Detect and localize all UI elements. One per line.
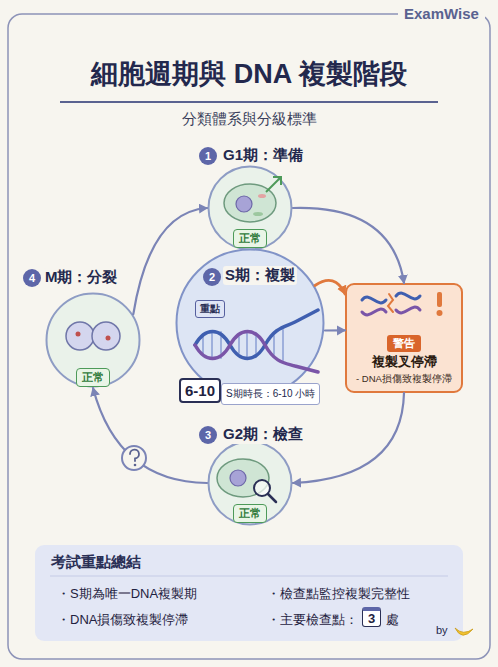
summary-bullet: ・S期為唯一DNA複製期: [57, 585, 197, 603]
summary-bullet: ・主要檢查點：: [267, 611, 358, 629]
cycle-arrow: [93, 388, 207, 483]
phase-heading: G2期：檢查: [221, 425, 305, 444]
status-tag: 正常: [233, 229, 267, 248]
banana-icon: [455, 628, 473, 635]
cycle-icon: [122, 446, 146, 470]
brand-name: ExamWise: [398, 5, 485, 22]
warning-tag: 警告: [387, 335, 421, 352]
cycle-arrow: [293, 393, 404, 483]
status-tag: 正常: [76, 368, 110, 387]
cycle-arrow: [325, 329, 345, 331]
callout-number: 4: [23, 269, 41, 287]
g1-cell: [224, 177, 281, 222]
callout-number: 3: [199, 426, 217, 444]
warning-note: - DNA損傷致複製停滯: [356, 373, 452, 386]
warning-heading: 複製叉停滯: [372, 353, 437, 371]
broken-dna-icon: [362, 292, 443, 316]
page-title: 細胞週期與 DNA 複製階段: [0, 56, 498, 92]
phase-circle: 1G1期：準備正常: [207, 165, 293, 251]
cycle-arrow: [133, 208, 207, 314]
warning-box: 警告複製叉停滯 - DNA損傷致複製停滯: [345, 283, 463, 393]
summary-heading: 考試重點總結: [51, 553, 141, 572]
phase-heading: M期：分裂: [43, 268, 120, 287]
g2-cell: [217, 459, 276, 502]
phase-heading: G1期：準備: [221, 146, 305, 165]
duration-number: 6-10: [179, 378, 221, 403]
subtitle: 分類體系與分級標準: [0, 110, 498, 129]
dividing-cell: [66, 322, 120, 350]
phase-circle: 3G2期：檢查正常: [207, 440, 293, 526]
summary-bullet: ・檢查點監控複製完整性: [267, 585, 410, 603]
dna-helix: [195, 310, 318, 372]
callout-number: 2: [203, 268, 221, 286]
cycle-arrow: [315, 280, 345, 294]
summary-bullet: 處: [386, 611, 399, 629]
duration-note: S期時長：6-10 小時: [221, 383, 320, 405]
count-number: 3: [362, 607, 381, 627]
phase-circle: 4M期：分裂正常: [45, 292, 141, 388]
cycle-arrow: [293, 208, 404, 283]
status-tag: 正常: [233, 504, 267, 523]
credit: by: [436, 624, 448, 636]
key-tag: 重點: [195, 300, 225, 318]
phase-circle: 2S期：複製重點6-10S期時長：6-10 小時: [175, 248, 325, 398]
callout-number: 1: [199, 147, 217, 165]
summary-bullet: ・DNA損傷致複製停滯: [57, 611, 188, 629]
summary-box: 考試重點總結・S期為唯一DNA複製期 ・檢查點監控複製完整性・DNA損傷致複製停滯…: [35, 545, 463, 641]
phase-heading: S期：複製: [223, 266, 297, 285]
